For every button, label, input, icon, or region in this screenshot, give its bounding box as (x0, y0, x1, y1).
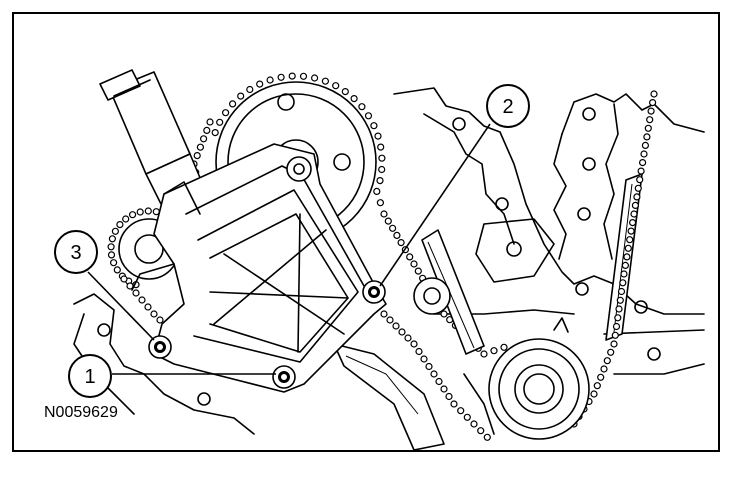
engine-front-illustration: 1 2 3 (54, 69, 705, 450)
timing-cover-bracket (131, 143, 387, 393)
callout-2: 2 (379, 84, 530, 287)
right-timing-chain (570, 90, 658, 428)
bolt-1 (272, 365, 296, 389)
illustration-frame: 1 2 3 N0059629 (12, 12, 720, 452)
callout-3-label: 3 (70, 242, 81, 264)
figure-id: N0059629 (44, 404, 118, 421)
callout-3: 3 (54, 230, 155, 341)
lower-chain-guide (333, 343, 445, 450)
callout-1: 1 (68, 354, 276, 398)
chain-tensioner-arm (413, 229, 485, 355)
callout-2-label: 2 (502, 96, 513, 118)
callout-1-label: 1 (84, 366, 95, 388)
crankshaft-sprocket (488, 317, 590, 440)
bolt-2 (362, 280, 386, 304)
bolt-3 (148, 335, 172, 359)
